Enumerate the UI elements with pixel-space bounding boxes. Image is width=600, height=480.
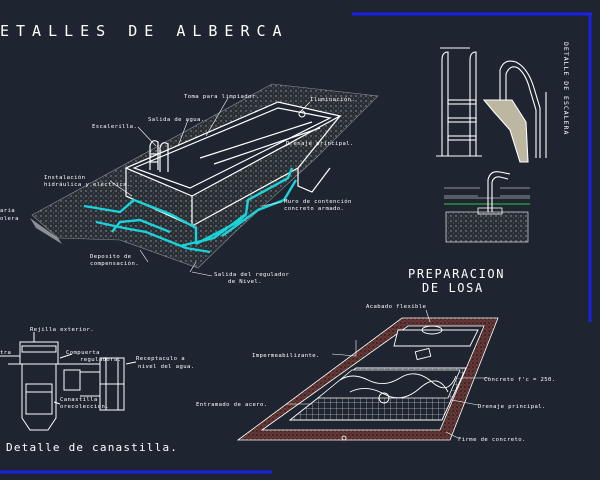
label-canastilla-1: Canastilla	[60, 397, 98, 403]
canastilla-title: Detalle de canastilla.	[6, 441, 178, 454]
losa-labels: Acabado flexible Impermeabilizante. Conc…	[196, 304, 556, 443]
losa-leader-lines	[286, 309, 490, 439]
label-acabado: Acabado flexible	[366, 304, 427, 310]
label-iluminacion: Iluminación.	[310, 96, 355, 103]
label-compuerta-1: Compuerta	[66, 350, 100, 356]
label-salida-agua: Salida de agua.	[148, 117, 205, 123]
label-toma-limpiador: Toma para limpiador.	[184, 94, 259, 100]
label-receptaculo-1: Receptaculo a	[136, 356, 185, 362]
label-edge-2: olera	[0, 216, 19, 222]
label-escalerilla: Escalerilla.	[92, 124, 137, 130]
label-deposito-1: Deposito de	[90, 254, 132, 260]
label-salida-regulador-2: de Nivel.	[228, 279, 262, 285]
label-edge-1: aria	[0, 208, 15, 214]
drawing-title: ETALLES DE ALBERCA	[0, 22, 289, 40]
pool-leader-lines	[109, 97, 311, 277]
losa-title-line1: PREPARACION	[408, 267, 505, 281]
pool-labels: Toma para limpiador. Iluminación. Escale…	[0, 94, 355, 285]
label-muro-1: Muro de contención	[284, 198, 352, 205]
label-instalacion-2: hidráulica y eléctrica.	[44, 181, 131, 188]
label-salida-regulador-1: Salida del regulador	[214, 272, 290, 278]
ladder-side-view	[482, 60, 547, 163]
canastilla-labels: Rejilla exterior. tra Compuerta regulado…	[0, 327, 195, 410]
pool-pipes	[83, 167, 298, 254]
canastilla-drawing	[0, 332, 137, 431]
pool-light-icon	[298, 110, 306, 118]
label-rejilla: Rejilla exterior.	[30, 327, 94, 333]
label-firme: Firme de concreto.	[458, 437, 526, 443]
label-canastilla-2: orecoleccion.	[60, 404, 109, 410]
label-receptaculo-2: nivel del agua.	[138, 364, 195, 370]
label-drenaje-losa: Drenaje principal.	[478, 404, 546, 410]
pool-basin	[124, 101, 342, 227]
label-muro-2: concreto armado.	[284, 206, 344, 212]
ladder-section-view	[444, 171, 530, 243]
pool-ladder-icon	[149, 140, 169, 172]
label-drenaje-principal: Drenaje principal.	[286, 141, 354, 147]
frame-lines	[0, 12, 592, 474]
label-impermeabilizante: Impermeabilizante.	[252, 353, 320, 359]
losa-title-line2: DE LOSA	[422, 281, 484, 295]
label-compuerta-2: reguladora.	[80, 357, 121, 363]
ladder-front-view	[436, 47, 482, 157]
label-instalacion-1: Instalación	[44, 174, 85, 181]
label-concreto: Concreto f'c = 250.	[484, 377, 556, 383]
label-tra: tra	[0, 350, 11, 356]
losa-layers	[236, 317, 499, 441]
label-entramado: Entramado de acero.	[196, 402, 268, 408]
ladder-vertical-title: DETALLE DE ESCALERA	[562, 42, 570, 135]
label-deposito-2: compensación.	[90, 260, 139, 267]
